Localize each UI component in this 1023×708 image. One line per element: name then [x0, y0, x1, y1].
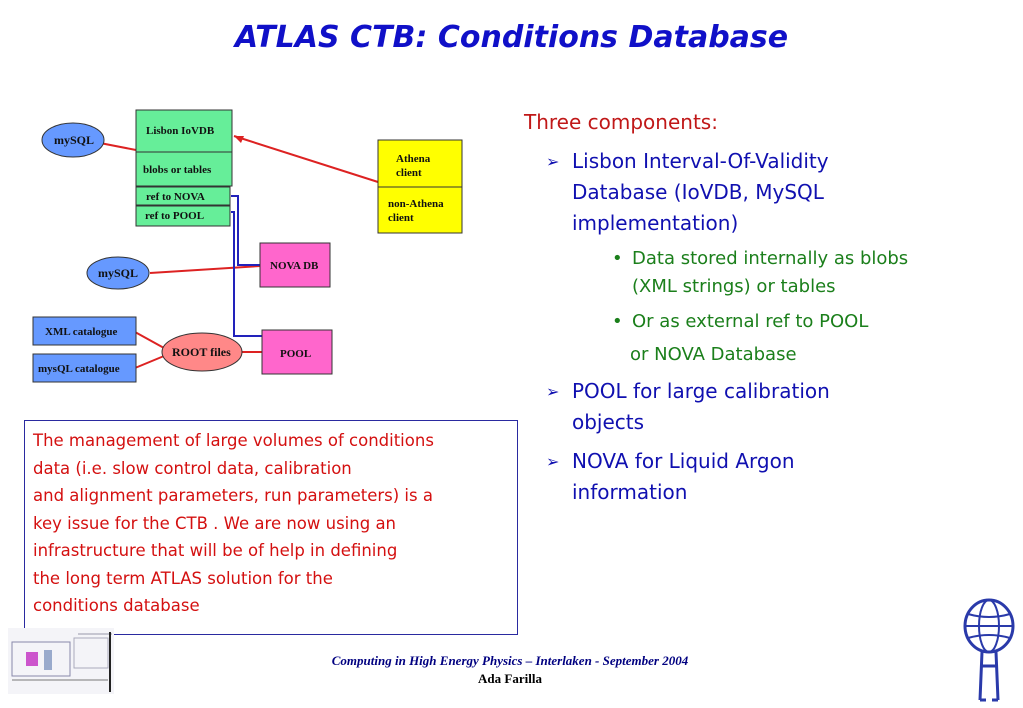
atlas-logo-icon [963, 598, 1015, 702]
test-beam-thumbnail-image [8, 628, 114, 694]
footer-author: Ada Farilla [478, 671, 542, 686]
info-line: and alignment parameters, run parameters… [33, 486, 433, 505]
arrowhead-iovdb [234, 136, 244, 143]
xml-catalogue-box [32, 316, 137, 346]
nova-db-box [259, 242, 331, 288]
components-intro: Three components: [524, 110, 718, 134]
line-athena-iovdb [233, 135, 379, 183]
iovdb-box [135, 109, 233, 153]
line-mysqlcat-root [134, 355, 165, 369]
sub-bullet-external-ref: • Or as external ref to POOL [612, 308, 992, 336]
info-line: key issue for the CTB . We are now using… [33, 513, 397, 533]
root-files-label: ROOT files [172, 345, 231, 359]
non-athena-label-1: non-Athena [388, 198, 444, 210]
line-xml-root [134, 331, 165, 349]
conditions-db-diagram: Lisbon IoVDB blobs or tables ref to NOVA… [32, 109, 463, 383]
line-refnova-novadb [231, 195, 260, 266]
non-athena-label-2: client [388, 212, 414, 224]
line-mysql-iovdb [99, 142, 137, 151]
slide-title: ATLAS CTB: Conditions Database [234, 20, 789, 55]
bullet-pool: ➢ POOL for large calibration objects [546, 376, 972, 438]
arrow-bullet-icon: ➢ [546, 452, 560, 471]
ref-nova-label: ref to NOVA [146, 191, 205, 203]
info-line: infrastructure that will be of help in d… [33, 541, 398, 560]
slide-footer: Computing in High Energy Physics – Inter… [200, 652, 820, 688]
nova-db-label: NOVA DB [270, 260, 319, 272]
ref-pool-box [135, 205, 231, 227]
blobs-box [135, 151, 233, 187]
iovdb-label: Lisbon IoVDB [146, 125, 215, 137]
bullet-nova: ➢ NOVA for Liquid Argon information [546, 446, 972, 508]
athena-label-1: Athena [396, 153, 431, 165]
mysql-top-label: mySQL [54, 133, 94, 147]
management-info-box: The management of large volumes of condi… [24, 420, 518, 635]
mysql-catalogue-label: mysQL catalogue [38, 363, 120, 375]
sub-bullet-blobs: • Data stored internally as blobs (XML s… [612, 245, 992, 301]
pool-label: POOL [280, 348, 311, 360]
line-mysql-novadb [149, 265, 261, 274]
xml-catalogue-label: XML catalogue [45, 326, 118, 338]
line-refpool-pool [231, 211, 262, 337]
dot-bullet-icon: • [612, 248, 623, 269]
mysql-catalogue-box [32, 353, 137, 383]
info-line: data (i.e. slow control data, calibratio… [33, 458, 352, 478]
info-line: the long term ATLAS solution for the [33, 568, 333, 588]
ref-nova-box [135, 186, 231, 206]
mysql-mid-ellipse [86, 256, 150, 290]
blobs-label: blobs or tables [143, 164, 212, 176]
mysql-mid-label: mySQL [98, 266, 138, 280]
ref-pool-label: ref to POOL [145, 210, 204, 222]
info-line: The management of large volumes of condi… [33, 431, 434, 450]
non-athena-box [377, 186, 463, 234]
dot-bullet-icon: • [612, 311, 623, 332]
arrow-bullet-icon: ➢ [546, 382, 560, 401]
pool-box [261, 329, 333, 375]
info-line: conditions database [33, 596, 200, 615]
arrow-bullet-icon: ➢ [546, 152, 560, 171]
athena-label-2: client [396, 167, 422, 179]
footer-conference: Computing in High Energy Physics – Inter… [331, 653, 689, 668]
bullet-iovdb: ➢ Lisbon Interval-Of-Validity Database (… [546, 146, 972, 239]
root-files-ellipse [161, 332, 243, 372]
sub-bullet-external-ref-cont: or NOVA Database [630, 344, 797, 365]
mysql-top-ellipse [41, 122, 105, 158]
